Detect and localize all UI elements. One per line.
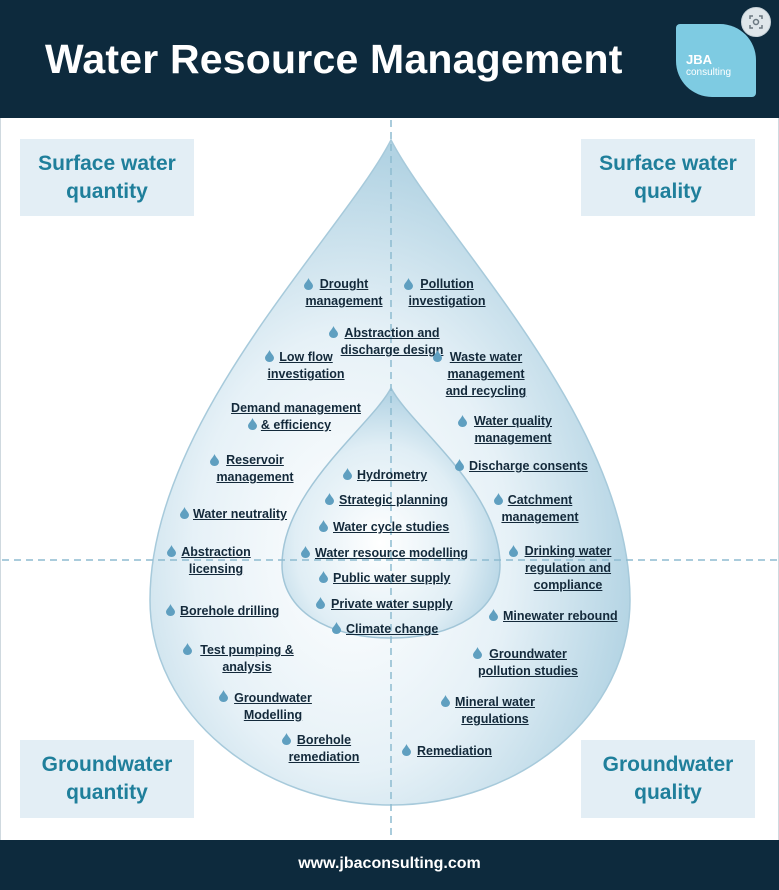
item-minewater-rebound[interactable]: Minewater rebound xyxy=(503,609,618,623)
item-discharge-consents[interactable]: Discharge consents xyxy=(469,459,588,473)
droplet-icon xyxy=(325,493,334,505)
item-groundwater-modelling[interactable]: Groundwater Modelling xyxy=(234,691,312,722)
item-drinking-water-regulation[interactable]: Drinking water regulation and compliance xyxy=(524,544,612,592)
item-remediation[interactable]: Remediation xyxy=(417,744,493,758)
item-groundwater-pollution-studies[interactable]: Groundwater pollution studies xyxy=(478,647,578,678)
droplet-icon xyxy=(210,454,219,466)
visual-search-icon[interactable] xyxy=(741,7,771,37)
droplet-icon xyxy=(441,695,450,707)
droplet-icon xyxy=(433,350,442,362)
droplet-icon xyxy=(301,546,310,558)
droplet-icon xyxy=(282,733,291,745)
item-drought-management[interactable]: Drought management xyxy=(305,277,383,308)
droplet-icon xyxy=(219,690,228,702)
item-borehole-drilling[interactable]: Borehole drilling xyxy=(180,604,280,618)
quadrant-surface-water-quality: Surface water quality xyxy=(581,139,755,216)
logo-name: JBA xyxy=(686,52,713,67)
droplet-icon xyxy=(343,468,352,480)
header-bar: Water Resource Management JBA consulting xyxy=(0,0,779,118)
item-public-water-supply[interactable]: Public water supply xyxy=(333,571,451,585)
droplet-icon xyxy=(166,604,175,616)
droplet-icon xyxy=(402,744,411,756)
item-water-resource-modelling[interactable]: Water resource modelling xyxy=(315,546,469,560)
droplet-icon xyxy=(332,622,341,634)
droplet-icon xyxy=(316,597,325,609)
droplet-icon xyxy=(489,609,498,621)
droplet-icon xyxy=(494,493,503,505)
item-test-pumping-analysis[interactable]: Test pumping & analysis xyxy=(200,643,294,674)
droplet-icon xyxy=(473,647,482,659)
item-low-flow-investigation[interactable]: Low flow investigation xyxy=(267,350,345,381)
droplet-icon xyxy=(304,278,313,290)
item-mineral-water-regulations[interactable]: Mineral water regulations xyxy=(455,695,535,726)
quadrant-surface-water-quantity: Surface water quantity xyxy=(20,139,194,216)
droplet-icon xyxy=(248,418,257,430)
quadrant-groundwater-quantity: Groundwater quantity xyxy=(20,740,194,818)
item-water-cycle-studies[interactable]: Water cycle studies xyxy=(333,520,450,534)
droplet-icon xyxy=(183,643,192,655)
left-border xyxy=(0,118,1,840)
item-abstraction-licensing[interactable]: Abstraction licensing xyxy=(181,545,251,576)
item-reservoir-management[interactable]: Reservoir management xyxy=(216,453,294,484)
item-climate-change[interactable]: Climate change xyxy=(346,622,439,636)
droplet-icon xyxy=(319,520,328,532)
quadrant-groundwater-quality: Groundwater quality xyxy=(581,740,755,818)
droplet-icon xyxy=(404,278,413,290)
logo-sub: consulting xyxy=(686,67,732,78)
droplet-icon xyxy=(319,571,328,583)
footer-url[interactable]: www.jbaconsulting.com xyxy=(298,855,481,872)
item-hydrometry[interactable]: Hydrometry xyxy=(357,468,428,482)
footer-bar: www.jbaconsulting.com xyxy=(0,840,779,890)
droplet-icon xyxy=(455,459,464,471)
item-demand-management[interactable]: Demand management & efficiency xyxy=(231,401,361,432)
droplet-icon xyxy=(167,545,176,557)
item-abstraction-discharge-design[interactable]: Abstraction and discharge design xyxy=(340,326,444,357)
item-waste-water-management[interactable]: Waste water management and recycling xyxy=(445,350,527,398)
item-water-quality-management[interactable]: Water quality management xyxy=(473,414,553,445)
jba-logo: JBA consulting xyxy=(676,24,756,97)
droplet-icon xyxy=(509,545,518,557)
droplet-icon xyxy=(458,415,467,427)
item-borehole-remediation[interactable]: Borehole remediation xyxy=(288,733,360,764)
droplet-icon xyxy=(180,507,189,519)
droplet-icon xyxy=(329,326,338,338)
item-private-water-supply[interactable]: Private water supply xyxy=(331,597,453,611)
item-water-neutrality[interactable]: Water neutrality xyxy=(193,507,288,521)
item-strategic-planning[interactable]: Strategic planning xyxy=(339,493,449,507)
page-title: Water Resource Management xyxy=(45,36,623,82)
item-catchment-management[interactable]: Catchment management xyxy=(501,493,579,524)
item-pollution-investigation[interactable]: Pollution investigation xyxy=(408,277,486,308)
droplet-icon xyxy=(265,350,274,362)
